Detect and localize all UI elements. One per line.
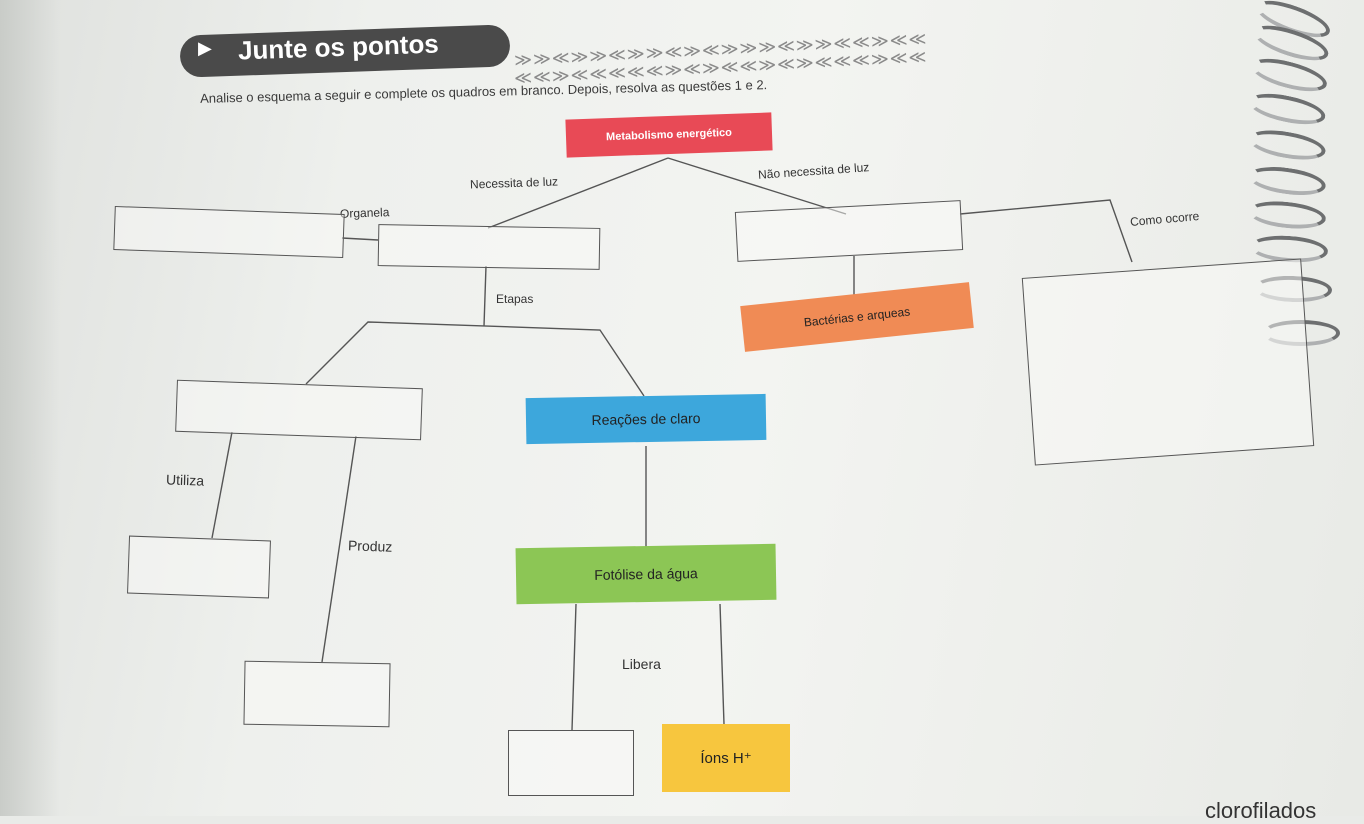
produces-label: Produz: [347, 537, 393, 555]
bacteria-label: Bactérias e arqueas: [803, 304, 911, 330]
blank-box-organelle-name[interactable]: [113, 205, 345, 259]
blank-box-uses[interactable]: [127, 535, 271, 599]
stages-label: Etapas: [496, 292, 534, 306]
ions-label: Íons H⁺: [700, 750, 752, 767]
photolysis-box: Fotólise da água: [515, 543, 777, 605]
uses-label: Utiliza: [165, 471, 205, 489]
blank-box-releases[interactable]: [508, 730, 634, 796]
photolysis-label: Fotólise da água: [594, 565, 698, 583]
releases-label: Libera: [622, 656, 661, 672]
blank-box-produces[interactable]: [243, 660, 391, 728]
blank-box-photosynthesis[interactable]: [377, 224, 601, 270]
page-edge-shadow: [0, 0, 60, 816]
root-box: Metabolismo energético: [565, 112, 773, 158]
light-reactions-box: Reações de claro: [525, 393, 767, 445]
arrow-icon: ▶: [198, 38, 212, 58]
footer-text-fragment: clorofilados: [1205, 798, 1317, 823]
blank-box-dark-reactions[interactable]: [175, 379, 423, 441]
blank-box-how-it-occurs[interactable]: [1021, 258, 1315, 466]
root-label: Metabolismo energético: [605, 126, 733, 144]
ions-box: Íons H⁺: [662, 724, 790, 792]
light-reactions-label: Reações de claro: [591, 410, 701, 428]
organelle-label: Organela: [339, 205, 390, 221]
